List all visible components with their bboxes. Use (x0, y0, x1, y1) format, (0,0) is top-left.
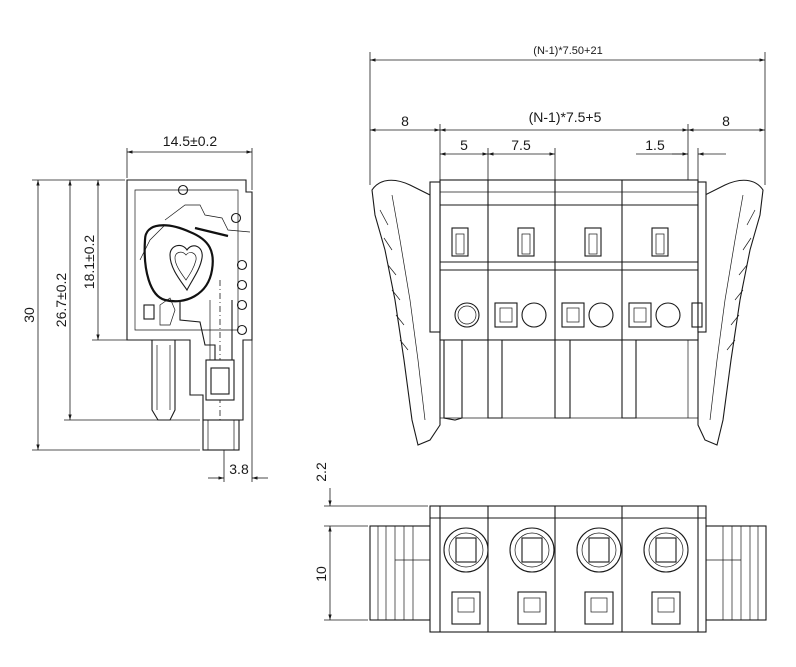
front-pins (440, 339, 698, 421)
dim-height-label: 10 (313, 566, 329, 582)
dim-body-height-label: 26.7±0.2 (53, 273, 69, 328)
dim-end-gap-label: 1.5 (645, 137, 665, 153)
top-entries (443, 527, 689, 573)
front-view-dimensions: (N-1)*7.50+21 8 (N-1)*7.5+5 8 5 7.5 1.5 (369, 45, 766, 185)
dim-width-label: 14.5±0.2 (163, 133, 218, 149)
dim-upper-height-label: 18.1±0.2 (81, 235, 97, 290)
top-release-buttons (451, 591, 681, 625)
dim-left-margin-label: 8 (401, 113, 409, 129)
dim-total-height-label: 30 (21, 307, 37, 323)
dim-pin-offset-label: 3.8 (229, 461, 249, 477)
top-view (369, 505, 767, 633)
front-view (371, 179, 764, 446)
release-windows (451, 227, 669, 257)
wire-entries (454, 302, 703, 328)
top-view-dimensions: 2.2 10 (313, 462, 428, 621)
dim-top-offset-label: 2.2 (313, 462, 329, 482)
dim-first-pitch-label: 5 (460, 137, 468, 153)
side-view-dimensions: 14.5±0.2 30 26.7±0.2 18.1±0.2 3.8 (21, 133, 268, 482)
dim-right-margin-label: 8 (722, 113, 730, 129)
dim-pitch-label: 7.5 (511, 137, 531, 153)
dim-pitch-total-label: (N-1)*7.5+5 (529, 109, 602, 125)
side-view (126, 179, 253, 451)
dim-overall-label: (N-1)*7.50+21 (533, 45, 602, 57)
